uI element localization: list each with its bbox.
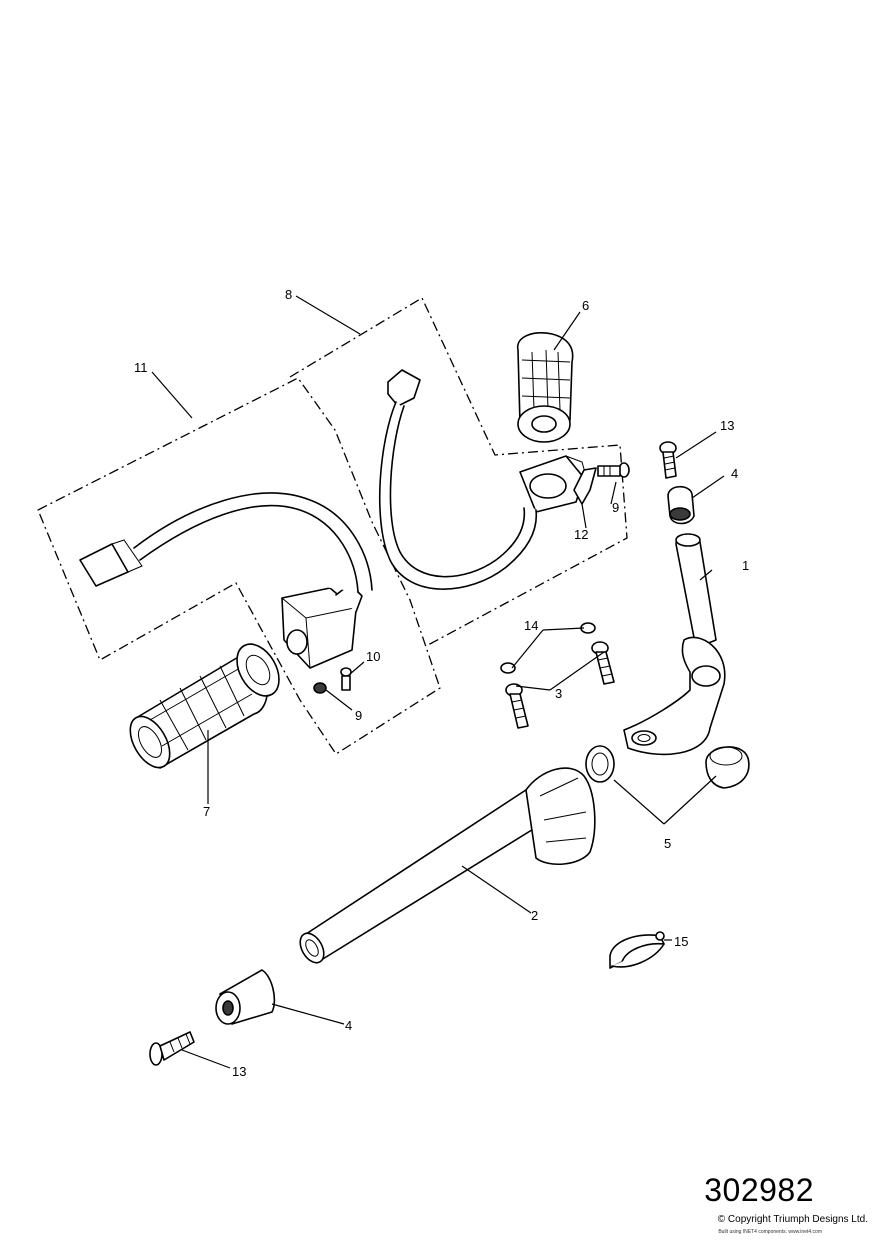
screw-10	[340, 667, 352, 691]
callout-10: 10	[366, 649, 380, 664]
callout-3: 3	[555, 686, 562, 701]
assembly-boundary-8	[289, 297, 628, 646]
copyright-notice: © Copyright Triumph Designs Ltd.	[717, 1214, 868, 1225]
screw-9-lower	[313, 682, 327, 694]
callout-8: 8	[285, 287, 292, 302]
screw-lower	[149, 1031, 195, 1066]
callout-11: 11	[134, 360, 148, 375]
left-switch-assembly	[79, 492, 373, 669]
right-clip-on	[623, 533, 726, 756]
callout-4-lower: 4	[345, 1018, 352, 1033]
bolt-cap-left	[500, 662, 516, 674]
cable-clip	[609, 931, 665, 969]
callout-2: 2	[531, 908, 538, 923]
callout-9-lower: 9	[355, 708, 362, 723]
right-switch-assembly	[378, 369, 591, 590]
bung-right	[705, 746, 750, 789]
screw-upper	[659, 441, 677, 479]
callout-7: 7	[203, 804, 210, 819]
callout-5: 5	[664, 836, 671, 851]
callout-13-upper: 13	[720, 418, 734, 433]
bar-end-weight-upper	[667, 485, 695, 525]
callout-9-upper: 9	[612, 500, 619, 515]
leader-lines	[151, 295, 725, 1069]
cable-clip-12	[573, 467, 597, 505]
callout-labels: 1 2 3 4 4 5 6 7 8 9 9 10 11 12 13 13 14 …	[134, 287, 749, 1079]
callout-15: 15	[674, 934, 688, 949]
bung-left	[585, 745, 615, 783]
callout-13-lower: 13	[232, 1064, 246, 1079]
screw-9-upper	[597, 462, 630, 478]
inet-note: Built using INET4 components. www.inet4.…	[718, 1229, 822, 1235]
bar-end-weight-lower	[215, 969, 276, 1025]
clamp-bolt-left	[505, 683, 529, 729]
clamp-bolt-right	[591, 641, 615, 685]
callout-6: 6	[582, 298, 589, 313]
assembly-boundary-11	[37, 377, 441, 755]
drawing-number: 302982	[704, 1172, 814, 1208]
callout-4-upper: 4	[731, 466, 738, 481]
callout-1: 1	[742, 558, 749, 573]
callout-12: 12	[574, 527, 588, 542]
left-grip	[129, 643, 280, 769]
left-clip-on	[299, 767, 596, 964]
callout-14: 14	[524, 618, 538, 633]
right-grip	[517, 332, 574, 443]
